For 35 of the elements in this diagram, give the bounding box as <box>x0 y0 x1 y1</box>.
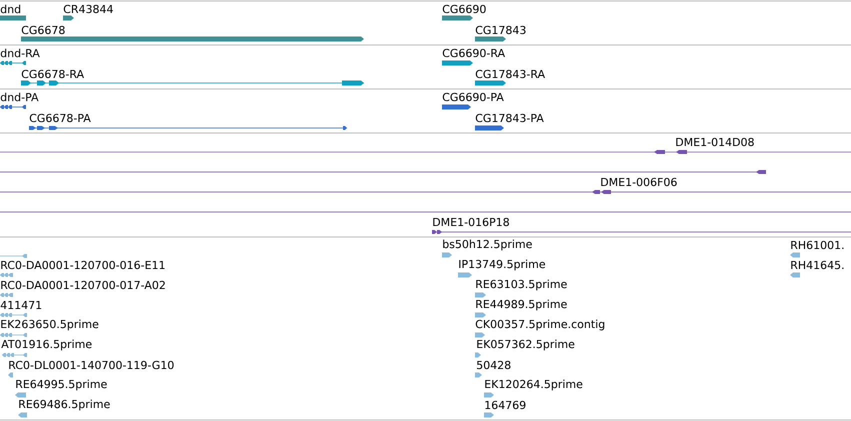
feature-label: RC0-DA0001-120700-016-E11 <box>1 260 165 270</box>
feature-label: CG6678-PA <box>30 114 91 122</box>
feature-label: 411471 <box>0 301 42 310</box>
feature-label: CG6678-RA <box>22 70 84 78</box>
feature-label: DME1-014D08 <box>676 138 754 146</box>
feature-label: CG6690-PA <box>442 92 504 102</box>
feature-label: CR43844 <box>64 4 113 14</box>
feature-label: RC0-DA0001-120700-017-A02 <box>1 280 165 290</box>
feature-label: RH41645. <box>791 260 844 270</box>
feature-label: EK263650.5prime <box>1 320 98 330</box>
feature-label: RE44989.5prime <box>476 300 567 310</box>
feature-label: bs50h12.5prime <box>443 240 532 250</box>
feature-label: dnd-RA <box>0 48 40 58</box>
feature-label: dnd <box>0 4 20 14</box>
feature-label: CG17843-RA <box>476 70 545 78</box>
feature-label: CG17843-PA <box>476 114 544 122</box>
feature-label: RH61001. <box>791 240 844 250</box>
feature-label: IP13749.5prime <box>459 260 546 270</box>
feature-label: RE64995.5prime <box>16 380 107 390</box>
feature-label: RE69486.5prime <box>19 400 110 410</box>
feature-label: EK120264.5prime <box>485 380 582 390</box>
feature-label: RC0-DL0001-140700-119-G10 <box>9 360 174 370</box>
feature-label: AT01916.5prime <box>1 340 92 350</box>
feature-label: CG17843 <box>476 26 526 34</box>
feature-label: CG6678 <box>22 26 65 34</box>
feature-label: 50428 <box>477 360 510 370</box>
feature-label: EK057362.5prime <box>477 340 574 350</box>
feature-label: DME1-016P18 <box>433 218 509 226</box>
feature-label: dnd-PA <box>0 92 38 102</box>
feature-label: CK00357.5prime.contig <box>476 320 604 330</box>
feature-label: 164769 <box>485 400 526 410</box>
feature-label: DME1-006F06 <box>601 178 677 186</box>
feature-label: CG6690-RA <box>442 48 505 58</box>
feature-label: CG6690 <box>442 4 486 14</box>
feature-label: RE63103.5prime <box>476 280 567 290</box>
